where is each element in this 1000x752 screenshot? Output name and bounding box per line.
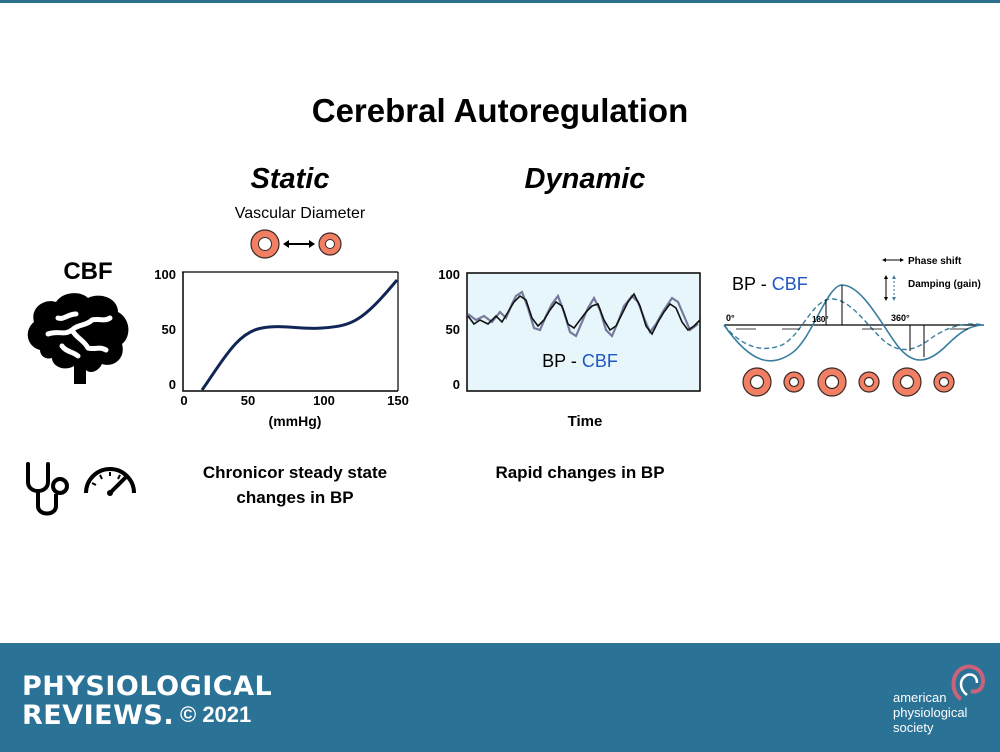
- dynamic-legend-bp: BP: [542, 351, 566, 371]
- dynamic-x-label: Time: [567, 413, 603, 430]
- cbf-label: CBF: [63, 258, 113, 285]
- dynamic-legend: BP - CBF: [530, 351, 630, 372]
- stethoscope-icon: [26, 462, 69, 516]
- static-y-tick-50: 50: [161, 322, 176, 337]
- footer-bar: PHYSIOLOGICAL REVIEWS. © 2021 american p…: [0, 643, 1000, 752]
- gauge-icon: [84, 467, 136, 496]
- top-rule: [0, 0, 1000, 3]
- static-chart: [182, 271, 399, 392]
- static-axes: [182, 272, 398, 392]
- degree-180-label: 180°: [812, 315, 829, 324]
- journal-logo: PHYSIOLOGICAL REVIEWS.: [22, 672, 272, 730]
- copyright-text: © 2021: [180, 702, 252, 727]
- damping-label: Damping (gain): [908, 279, 981, 290]
- static-autoregulation-curve: [200, 279, 399, 391]
- society-logo-icon: [951, 664, 986, 701]
- page-title: Cerebral Autoregulation: [311, 92, 689, 129]
- brain-icon: [27, 293, 129, 384]
- bp-trace: [467, 292, 701, 336]
- society-line2: physiological: [893, 705, 968, 720]
- static-x-tick-100: 100: [313, 393, 335, 408]
- dynamic-y-tick-50: 50: [445, 322, 460, 337]
- society-line1: american: [893, 690, 947, 705]
- static-x-label: (mmHg): [268, 413, 322, 429]
- degree-0-label: 0°: [726, 313, 735, 323]
- society-line3: society: [893, 720, 934, 735]
- degree-360-label: 360°: [891, 313, 910, 323]
- dynamic-caption: Rapid changes in BP: [495, 463, 665, 482]
- static-x-tick-50: 50: [240, 393, 256, 408]
- dynamic-chart: [466, 272, 701, 392]
- static-caption-line1: Chronicor steady state: [202, 463, 388, 482]
- dynamic-legend-cbf: CBF: [581, 351, 618, 371]
- dynamic-y-tick-0: 0: [452, 377, 460, 392]
- journal-name-line2: REVIEWS.: [22, 700, 175, 731]
- phase-legend-bp: BP: [732, 274, 756, 294]
- cbf-sine: [723, 298, 985, 351]
- dynamic-legend-separator: -: [570, 351, 577, 371]
- static-caption-line2: changes in BP: [236, 488, 354, 507]
- vessel-diameter-icon: [250, 229, 342, 259]
- vessel-row-icon: [742, 367, 955, 397]
- static-y-tick-0: 0: [168, 377, 176, 392]
- static-x-tick-150: 150: [387, 393, 409, 408]
- phase-legend: BP - CBF: [732, 274, 808, 295]
- dynamic-plot-area: [466, 272, 701, 392]
- journal-name-line1: PHYSIOLOGICAL: [22, 671, 273, 702]
- society-name: american physiological society: [893, 690, 967, 735]
- static-y-tick-100: 100: [154, 267, 176, 282]
- static-x-tick-0: 0: [180, 393, 188, 408]
- phase-legend-cbf: CBF: [771, 274, 808, 294]
- dynamic-heading: Dynamic: [524, 163, 646, 195]
- vascular-diameter-label: Vascular Diameter: [234, 205, 366, 222]
- phase-legend-separator: -: [760, 274, 767, 294]
- phase-damping-diagram: [723, 258, 985, 362]
- bp-sine: [723, 284, 985, 362]
- static-heading: Static: [250, 163, 330, 195]
- dynamic-y-tick-100: 100: [438, 267, 460, 282]
- phase-shift-label: Phase shift: [908, 256, 962, 267]
